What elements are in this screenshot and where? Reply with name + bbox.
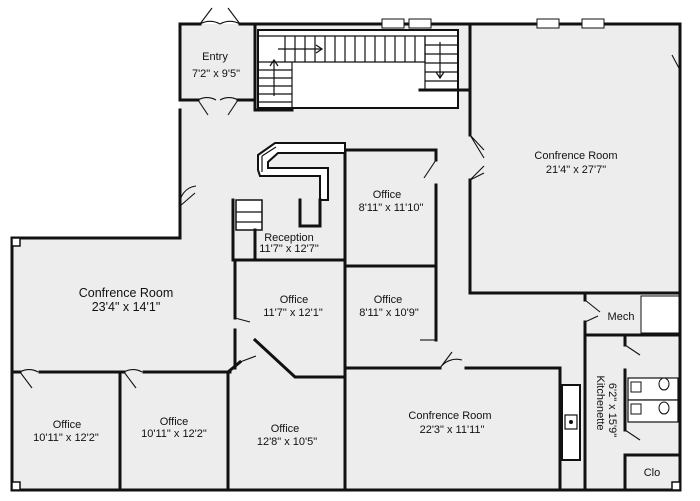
reception-name: Reception xyxy=(264,232,314,244)
entry-size: 7'2" x 9'5" xyxy=(192,68,240,80)
office-sw2-name: Office xyxy=(160,416,189,428)
office-c-size: 8'11" x 11'10" xyxy=(359,202,424,214)
kitchenette-size: 6'2" x 15'9" xyxy=(606,383,618,437)
reception-size: 11'7" x 12'7" xyxy=(259,243,319,255)
conf-s-name: Confrence Room xyxy=(408,410,491,422)
office-m1-name: Office xyxy=(280,294,309,306)
conf-w-size: 23'4" x 14'1" xyxy=(92,300,161,314)
room-labels: Entry 7'2" x 9'5" Confrence Room 21'4" x… xyxy=(33,51,660,479)
office-sw2-size: 10'11" x 12'2" xyxy=(141,428,207,440)
stairs xyxy=(253,22,472,137)
kitchenette-name: Kitchenette xyxy=(594,375,606,430)
conf-ne-name: Confrence Room xyxy=(534,150,617,162)
column-marker xyxy=(11,237,21,247)
doors xyxy=(19,7,681,441)
interior-walls xyxy=(10,148,682,492)
kitchenette-counter xyxy=(561,384,581,461)
restroom-fixtures xyxy=(627,377,679,423)
column-marker xyxy=(11,481,21,491)
mech-interior xyxy=(640,295,681,334)
office-sw3-size: 12'8" x 10'5" xyxy=(257,436,317,448)
conf-w-name: Confrence Room xyxy=(79,286,174,300)
reception-desk xyxy=(235,142,346,262)
office-m1-size: 11'7" x 12'1" xyxy=(263,307,323,319)
entry-walls xyxy=(178,22,257,112)
mech-name: Mech xyxy=(608,311,635,323)
office-sw3-name: Office xyxy=(271,423,300,435)
column-marker xyxy=(671,481,681,491)
office-m2-size: 8'11" x 10'9" xyxy=(359,307,419,319)
conf-s-size: 22'3" x 11'11" xyxy=(420,424,485,436)
office-c-name: Office xyxy=(373,189,402,201)
entry-name: Entry xyxy=(202,51,228,63)
exterior-walls xyxy=(10,22,682,492)
clo-name: Clo xyxy=(644,467,661,479)
windows xyxy=(381,18,605,29)
office-m2-name: Office xyxy=(374,294,403,306)
conf-ne-size: 21'4" x 27'7" xyxy=(546,164,606,176)
office-sw1-size: 10'11" x 12'2" xyxy=(33,432,99,444)
office-sw1-name: Office xyxy=(53,419,82,431)
